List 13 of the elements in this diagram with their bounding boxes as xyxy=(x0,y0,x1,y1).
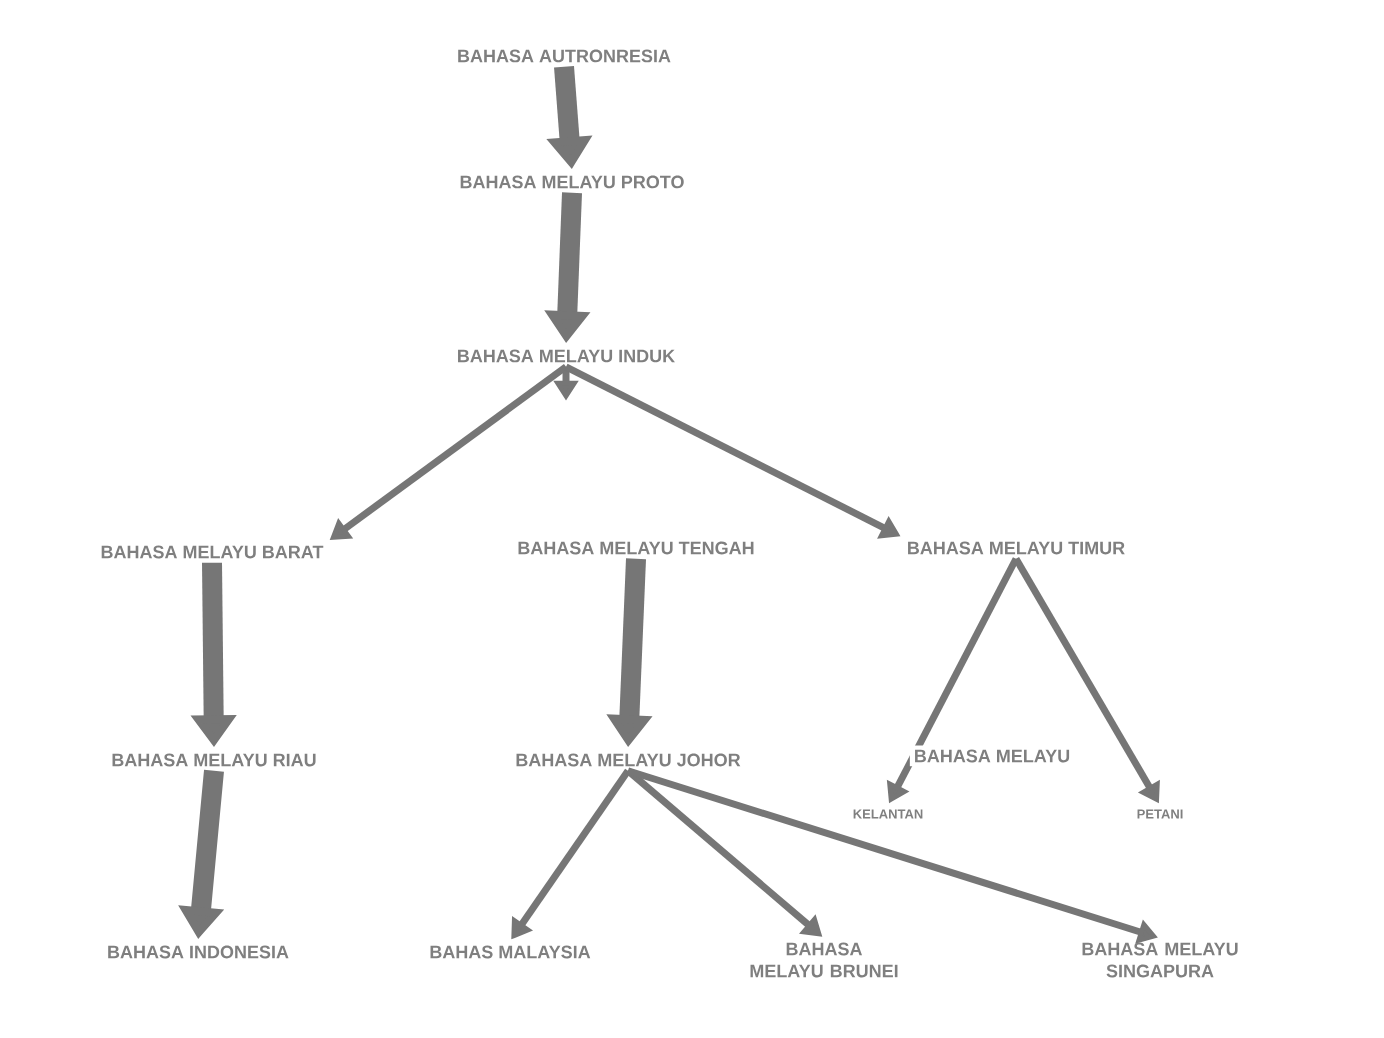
node-label: BAHASA MELAYU BRUNEI xyxy=(750,942,898,978)
node-label: BAHASA MELAYU BARAT xyxy=(101,545,324,559)
node-label: BAHASA MELAYU TENGAH xyxy=(518,541,754,555)
node-label: BAHASA MELAYU JOHOR xyxy=(516,753,741,767)
label: BAHASA MELAYU xyxy=(909,745,1075,767)
node-label: BAHASA INDONESIA xyxy=(108,945,289,959)
node-label: BAHASA MELAYU PROTO xyxy=(460,175,684,189)
node-label: BAHAS MALAYSIA xyxy=(430,945,591,959)
node-label: BAHASA MELAYU SINGAPURA xyxy=(1082,942,1238,978)
node-label: BAHASA MELAYU INDUK xyxy=(458,349,675,363)
node-label: BAHASA MELAYU TIMUR xyxy=(908,541,1125,555)
node-label: BAHASA AUTRONRESIA xyxy=(458,49,671,63)
node-label: BAHASA MELAYU RIAU xyxy=(112,753,316,767)
